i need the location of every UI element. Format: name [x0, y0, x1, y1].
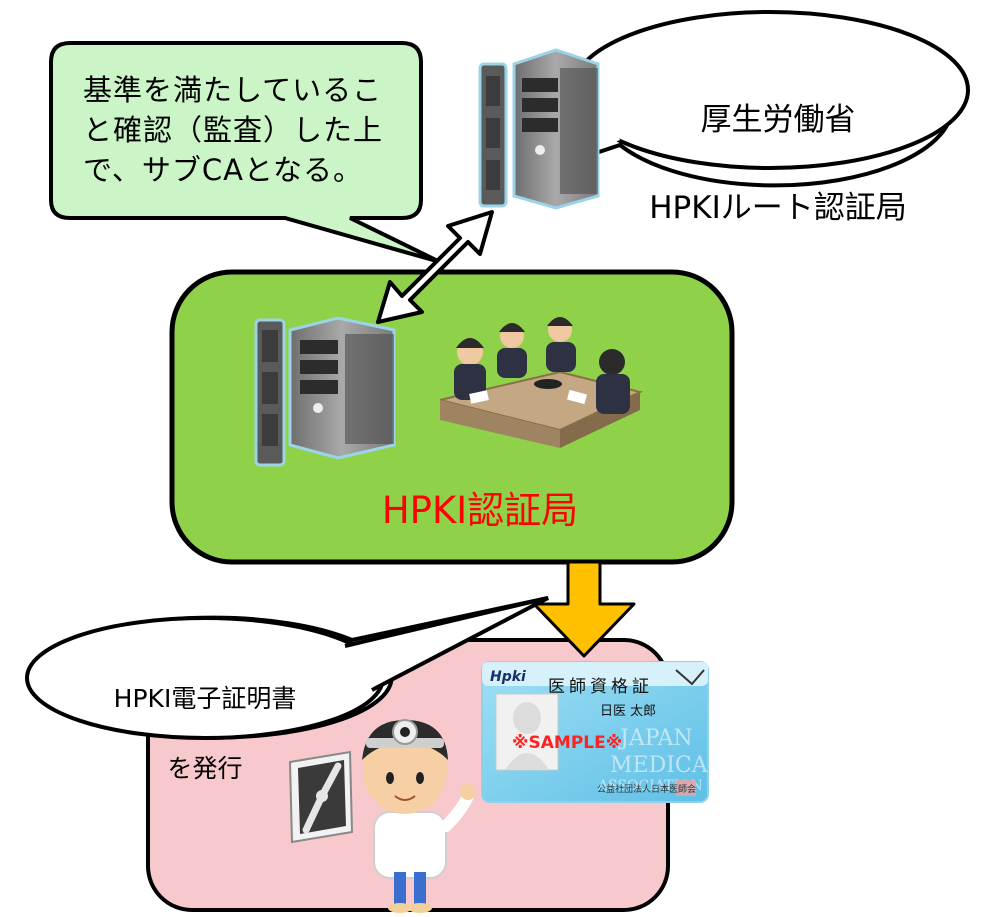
- issue-line2: を発行: [167, 754, 243, 783]
- card-name: 日医 太郎: [600, 704, 657, 719]
- down-arrow-icon: [532, 560, 636, 658]
- doctor-icon: [362, 719, 476, 913]
- ca-server-icon: [254, 316, 396, 467]
- card-sample-watermark: ※SAMPLE※: [512, 733, 623, 753]
- card-logo: Hpki: [490, 669, 526, 685]
- root-ca-line2: HPKIルート認証局: [649, 190, 907, 226]
- root-ca-line1: 厚生労働省: [700, 102, 856, 138]
- root-ca-label: 厚生労働省 HPKIルート認証局: [618, 54, 938, 274]
- meeting-icon: [439, 317, 643, 448]
- card-association: 公益社団法人日本医師会: [597, 785, 697, 795]
- hpki-ca-label: HPKI認証局: [381, 489, 579, 532]
- issue-line1: HPKI電子証明書: [113, 684, 297, 713]
- root-server-icon: [478, 48, 600, 210]
- xray-icon: [288, 750, 354, 844]
- issue-bubble-text: HPKI電子証明書 を発行: [45, 646, 365, 821]
- note-callout-text: 基準を満たしていること確認（監査）した上で、サブCAとなる。: [83, 73, 384, 187]
- double-arrow-icon: [376, 210, 494, 324]
- card-title: 医師資格証: [548, 677, 653, 697]
- svg-text:JAPAN: JAPAN: [618, 726, 693, 751]
- svg-text:MEDICAL: MEDICAL: [610, 753, 723, 778]
- id-card-icon: JAPAN MEDICAL ASSOCIATION: [481, 661, 723, 803]
- note-callout: [49, 41, 441, 264]
